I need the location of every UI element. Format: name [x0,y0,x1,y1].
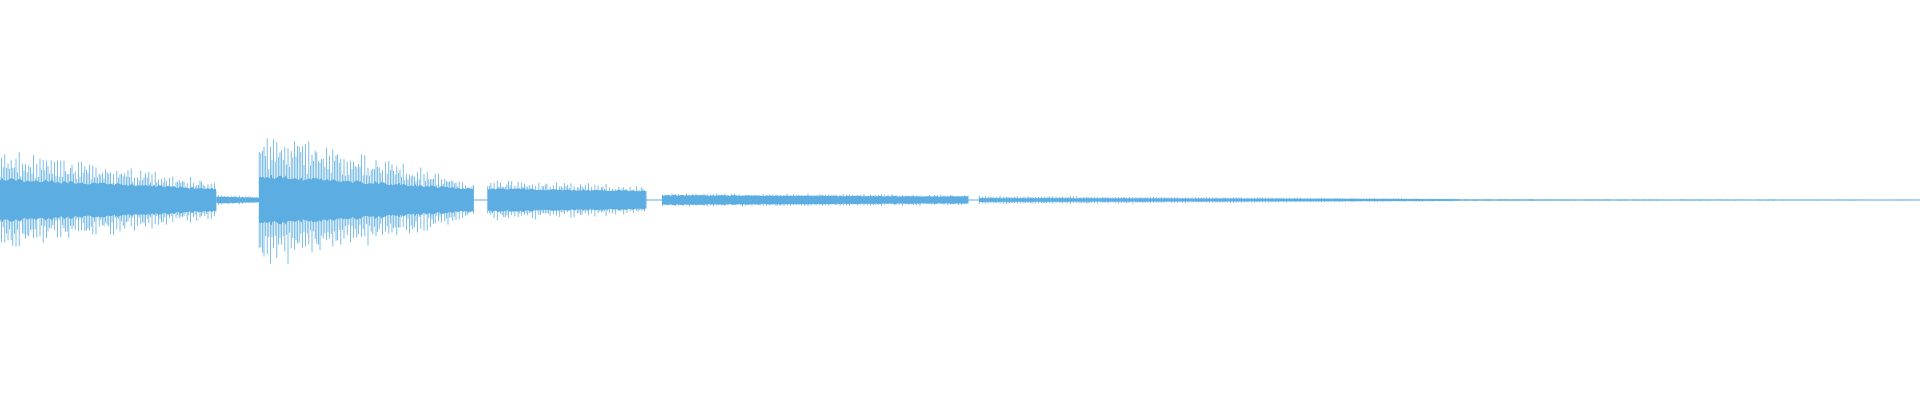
waveform-segment-note-1 [0,152,217,247]
waveform-spikes-tail [1458,199,1920,201]
waveform-spikes-note-4 [662,193,969,207]
waveform-segment-tail [1458,199,1920,201]
waveform-core-note-4 [662,194,969,206]
waveform-segment-note-1-tail [216,195,259,205]
waveform-spikes-note-1-tail [216,195,259,205]
waveform-spikes-note-3 [487,180,647,221]
waveform-segment-note-3 [487,180,647,221]
waveform-segments [0,138,1920,264]
waveform-segment-note-2 [258,138,474,264]
waveform-spikes-note-2 [258,138,474,264]
waveform-spikes-note-1 [0,152,217,247]
waveform-spikes-note-5 [978,195,1460,205]
waveform-segment-note-5 [978,195,1460,205]
waveform-segment-note-4 [662,193,969,207]
